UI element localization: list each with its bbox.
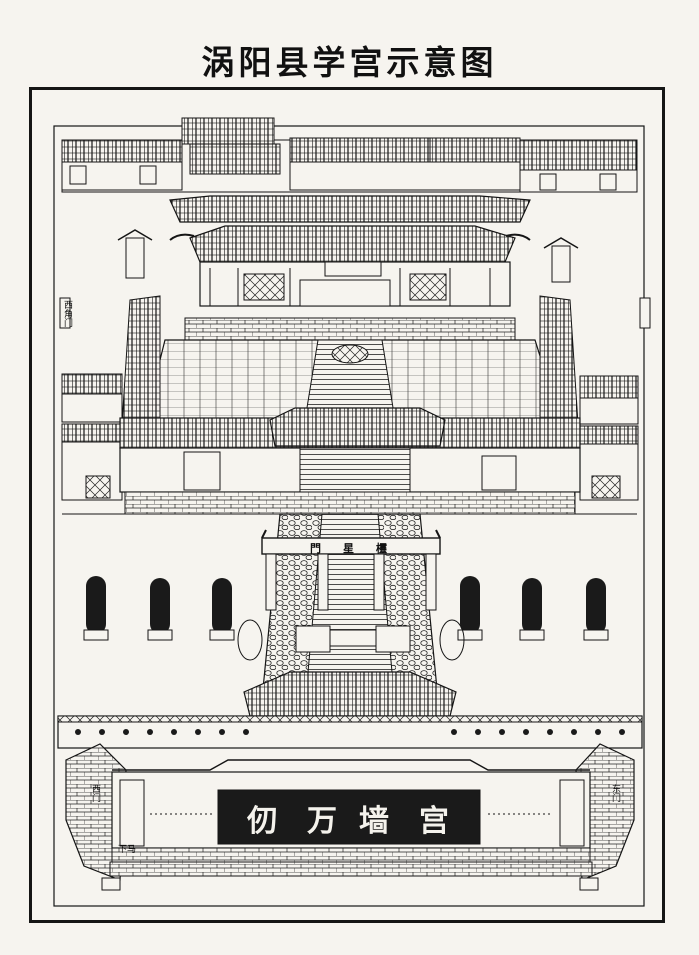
xia-ma-label: 下马 [118, 845, 137, 855]
wall-inscription-char-3: 墙 [359, 804, 389, 839]
main-hall [169, 195, 531, 307]
gate-plaque-char-1: 門 [310, 542, 321, 555]
lingxing-gate-axis [237, 513, 465, 741]
stele-niches [83, 576, 609, 641]
west-side-buildings [61, 229, 161, 501]
west-gate-label: 西门 [90, 784, 100, 802]
wall-inscription-char-2: 万 [307, 804, 337, 839]
east-side-buildings [539, 237, 639, 501]
middle-gate-building [119, 407, 581, 515]
gate-plaque-char-3: 欞 [376, 542, 387, 555]
gate-plaque-char-2: 星 [343, 542, 354, 555]
drawing-frame [29, 87, 665, 923]
courtyard [144, 317, 561, 421]
front-wall [65, 743, 635, 891]
fence-row [57, 715, 643, 749]
top-buildings [61, 117, 638, 193]
wall-inscription-char-1: 仞 [247, 804, 277, 839]
page-title: 涡阳县学宫示意图 [201, 43, 498, 82]
wall-inscription-char-4: 宫 [419, 804, 449, 839]
west-corner-gate-label: 西角门 [62, 300, 72, 327]
east-gate-label: 东门 [610, 784, 620, 802]
